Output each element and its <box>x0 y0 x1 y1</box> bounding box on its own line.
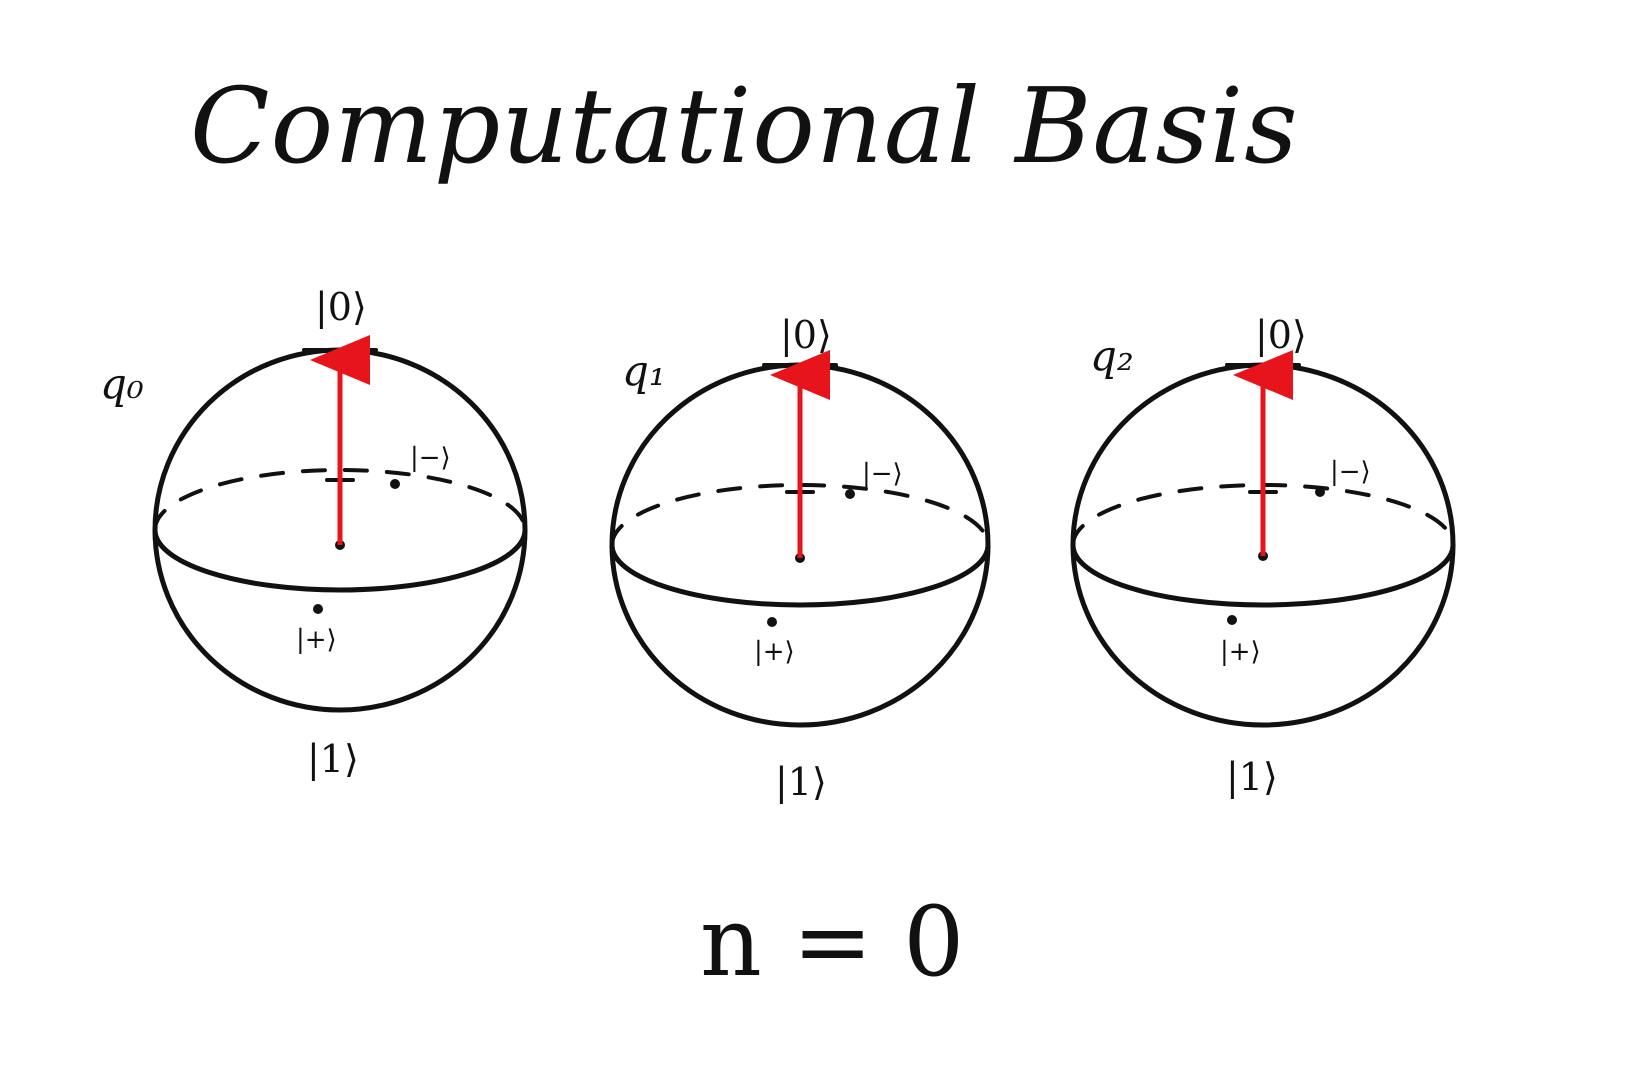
south-pole-label: |1⟩ <box>307 737 359 781</box>
qubit-label: q₂ <box>1090 331 1134 380</box>
minus-state-label: |−⟩ <box>410 443 451 473</box>
south-pole-label: |1⟩ <box>775 760 827 804</box>
bloch-sphere-q1: q₁ |0⟩ |−⟩ |+⟩ |1⟩ <box>609 313 991 804</box>
south-pole-label: |1⟩ <box>1226 755 1278 799</box>
equator-front <box>1070 542 1456 608</box>
qubit-label: q₀ <box>100 359 144 408</box>
minus-state-label: |−⟩ <box>862 459 903 489</box>
qubit-label: q₁ <box>622 346 666 395</box>
bloch-sphere-q2: q₂ |0⟩ |−⟩ |+⟩ |1⟩ <box>1070 313 1456 799</box>
equator-front <box>152 527 528 593</box>
plus-state-label: |+⟩ <box>754 637 795 667</box>
bloch-sphere-q0: q₀ |0⟩ |−⟩ |+⟩ |1⟩ <box>100 285 528 781</box>
north-pole-label: |0⟩ <box>315 285 367 329</box>
minus-state-point <box>845 489 855 499</box>
plus-state-label: |+⟩ <box>296 625 337 655</box>
plus-state-point <box>313 604 323 614</box>
equator-front <box>609 542 991 608</box>
plus-state-point <box>1227 615 1237 625</box>
minus-state-point <box>390 479 400 489</box>
north-pole-label: |0⟩ <box>780 313 832 357</box>
diagram-title: Computational Basis <box>190 65 1299 187</box>
north-pole-label: |0⟩ <box>1255 313 1307 357</box>
iteration-equation: n = 0 <box>700 886 964 998</box>
plus-state-point <box>767 617 777 627</box>
minus-state-point <box>1315 487 1325 497</box>
minus-state-label: |−⟩ <box>1330 457 1371 487</box>
plus-state-label: |+⟩ <box>1220 637 1261 667</box>
equator-back <box>610 483 990 547</box>
